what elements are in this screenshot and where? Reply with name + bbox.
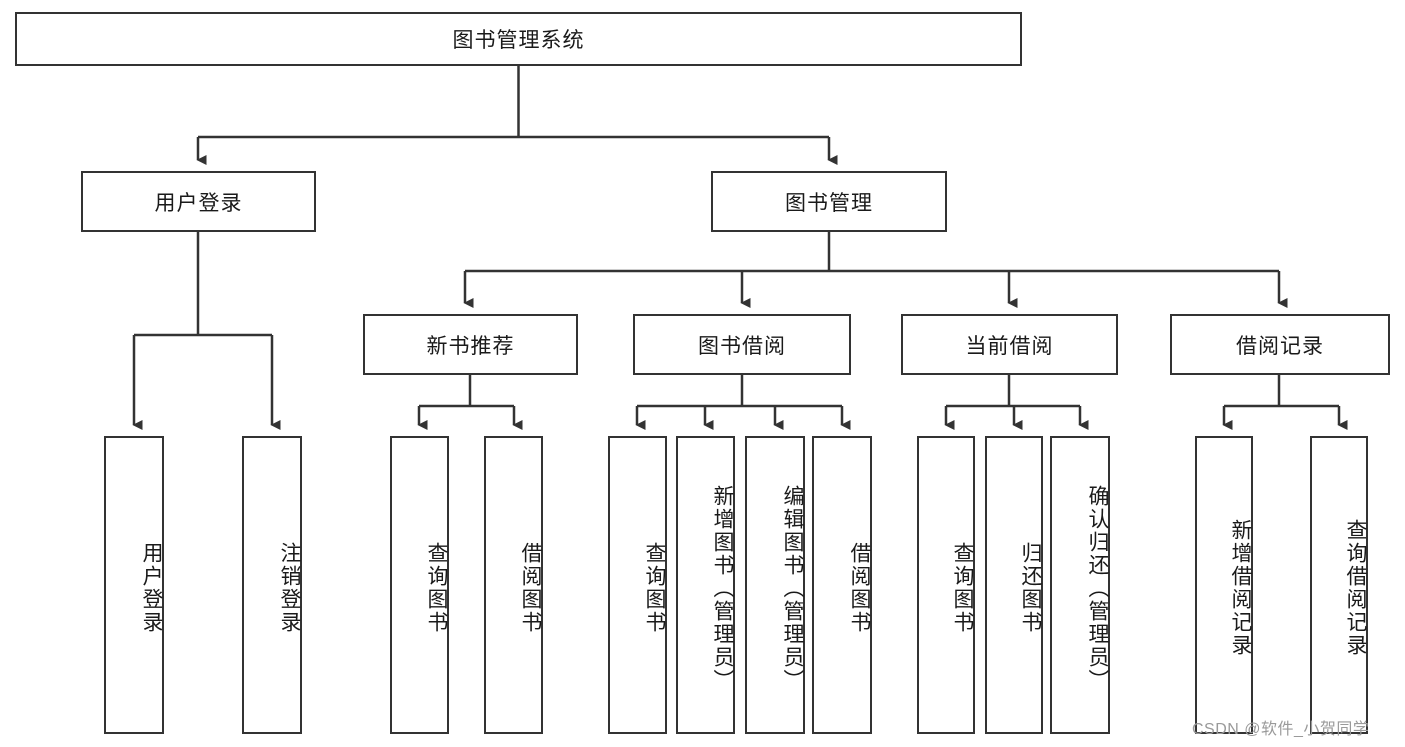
node-leaf-user-login-label: 用户登录 [140, 542, 163, 634]
node-root-label: 图书管理系统 [452, 29, 585, 52]
node-leaf-add-book[interactable]: 新增图书（管理员） [676, 436, 735, 734]
node-leaf-confirm-return-label: 确认归还（管理员） [1086, 484, 1109, 692]
node-new-book-recommend-label: 新书推荐 [426, 334, 515, 358]
node-leaf-query-book-3-label: 查询图书 [951, 542, 974, 634]
node-borrow-record-label: 借阅记录 [1236, 334, 1324, 358]
node-book-manage-label: 图书管理 [785, 191, 873, 215]
node-leaf-borrow-book-1-label: 借阅图书 [519, 542, 542, 634]
node-new-book-recommend[interactable]: 新书推荐 [363, 314, 578, 375]
node-leaf-query-book-2-label: 查询图书 [643, 542, 666, 634]
node-user-login-label: 用户登录 [154, 191, 243, 215]
node-leaf-query-book-1[interactable]: 查询图书 [390, 436, 449, 734]
node-leaf-borrow-book-1[interactable]: 借阅图书 [484, 436, 543, 734]
node-leaf-query-record[interactable]: 查询借阅记录 [1310, 436, 1368, 734]
node-leaf-borrow-book-2[interactable]: 借阅图书 [812, 436, 872, 734]
node-leaf-query-record-label: 查询借阅记录 [1344, 519, 1367, 657]
node-book-borrow[interactable]: 图书借阅 [633, 314, 851, 375]
node-leaf-edit-book-label: 编辑图书（管理员） [781, 484, 804, 692]
node-book-borrow-label: 图书借阅 [698, 334, 786, 358]
node-user-login[interactable]: 用户登录 [81, 171, 316, 232]
node-leaf-add-book-label: 新增图书（管理员） [711, 484, 734, 692]
csdn-watermark: CSDN @软件_小贺同学 [1192, 721, 1370, 738]
node-book-manage[interactable]: 图书管理 [711, 171, 947, 232]
node-leaf-return-book[interactable]: 归还图书 [985, 436, 1043, 734]
node-leaf-logout[interactable]: 注销登录 [242, 436, 302, 734]
node-current-borrow-label: 当前借阅 [965, 334, 1054, 358]
node-leaf-add-record[interactable]: 新增借阅记录 [1195, 436, 1253, 734]
node-leaf-query-book-1-label: 查询图书 [425, 542, 448, 634]
node-leaf-confirm-return[interactable]: 确认归还（管理员） [1050, 436, 1110, 734]
node-borrow-record[interactable]: 借阅记录 [1170, 314, 1390, 375]
node-current-borrow[interactable]: 当前借阅 [901, 314, 1118, 375]
node-leaf-query-book-2[interactable]: 查询图书 [608, 436, 667, 734]
node-leaf-query-book-3[interactable]: 查询图书 [917, 436, 975, 734]
node-leaf-return-book-label: 归还图书 [1019, 542, 1042, 634]
node-leaf-borrow-book-2-label: 借阅图书 [848, 542, 871, 634]
node-leaf-logout-label: 注销登录 [278, 542, 301, 634]
node-leaf-user-login[interactable]: 用户登录 [104, 436, 164, 734]
node-root[interactable]: 图书管理系统 [15, 12, 1022, 66]
node-leaf-add-record-label: 新增借阅记录 [1229, 519, 1252, 657]
node-leaf-edit-book[interactable]: 编辑图书（管理员） [745, 436, 805, 734]
